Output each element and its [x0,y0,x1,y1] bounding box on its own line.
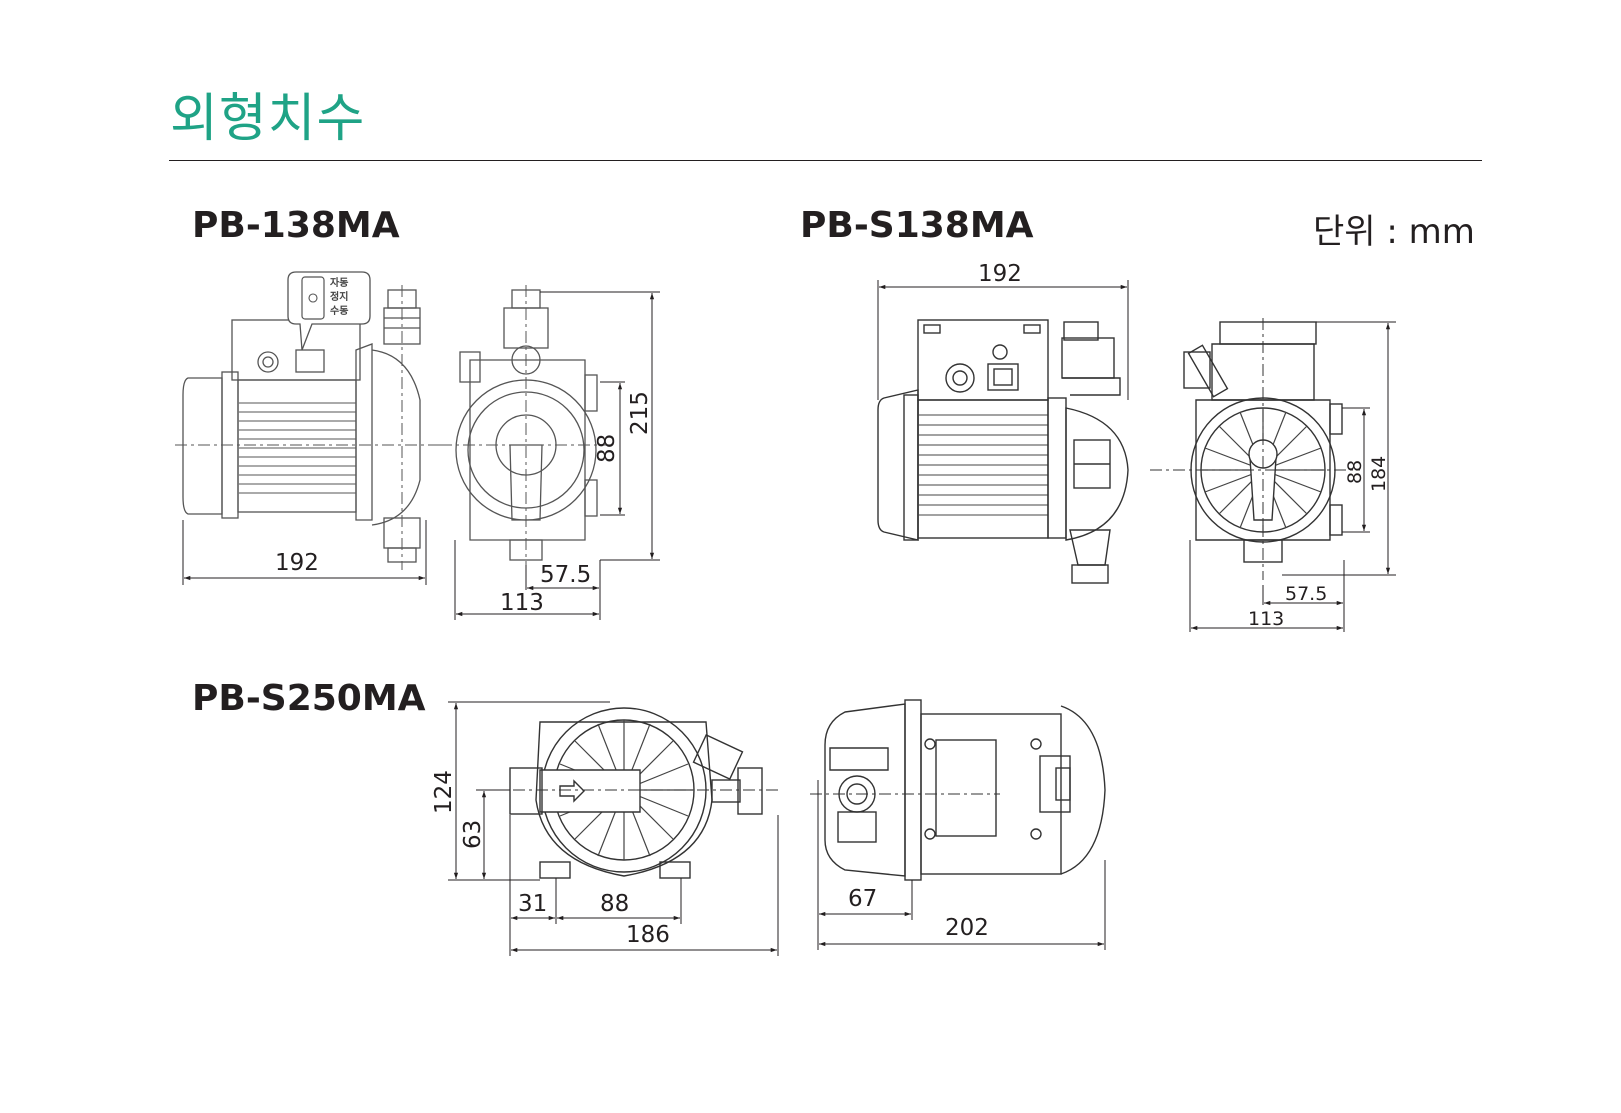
dim-pb138-height: 215 [627,391,653,435]
pb138-front-view [440,285,610,580]
dim-pb138-depth: 113 [500,590,544,616]
dim-pbs250-foot-offset: 31 [518,891,547,917]
dim-pbs250-side-offset: 67 [848,886,877,912]
dim-pb138-half-depth: 57.5 [540,562,591,588]
title-divider [169,160,1482,161]
pbs138-side-dims [877,280,1129,400]
dim-pbs138-port-spacing: 88 [1344,460,1366,484]
dim-pbs250-height: 124 [431,770,457,814]
pbs138-front-dims [1189,321,1396,632]
switch-label-manual: 수동 [330,305,348,317]
pbs250-side-dims [817,780,1106,950]
model-title-pbs250: PB-S250MA [192,678,426,719]
pbs250-front-dims [448,701,779,956]
pb138-side-dims [182,520,427,585]
dim-pbs250-port-height: 63 [460,820,486,849]
model-title-pbs138: PB-S138MA [800,205,1034,246]
switch-callout: 자동 정지 수동 [287,271,371,351]
dim-pbs138-depth: 113 [1248,608,1284,630]
pbs138-side-view [877,319,1129,584]
dim-pbs250-port-spacing: 88 [600,891,629,917]
switch-label-stop: 정지 [330,290,348,303]
pb138-side-view [175,285,440,570]
pbs250-front-view [490,707,780,879]
dim-pb138-port-spacing: 88 [594,434,620,463]
dim-pbs138-width: 192 [978,261,1022,287]
dim-pb138-width: 192 [275,550,319,576]
pb138-front-dims [454,291,660,620]
unit-label: 단위 : mm [1313,212,1475,252]
pbs250-side-view [810,699,1106,881]
dim-pbs138-half-depth: 57.5 [1285,583,1327,605]
dim-pbs250-width: 186 [626,922,670,948]
pbs138-front-view [1150,318,1360,580]
dim-pbs250-length: 202 [945,915,989,941]
model-title-pb138: PB-138MA [192,205,400,246]
page-title: 외형치수 [170,89,366,149]
dim-pbs138-height: 184 [1368,456,1390,492]
switch-label-auto: 자동 [330,276,348,289]
